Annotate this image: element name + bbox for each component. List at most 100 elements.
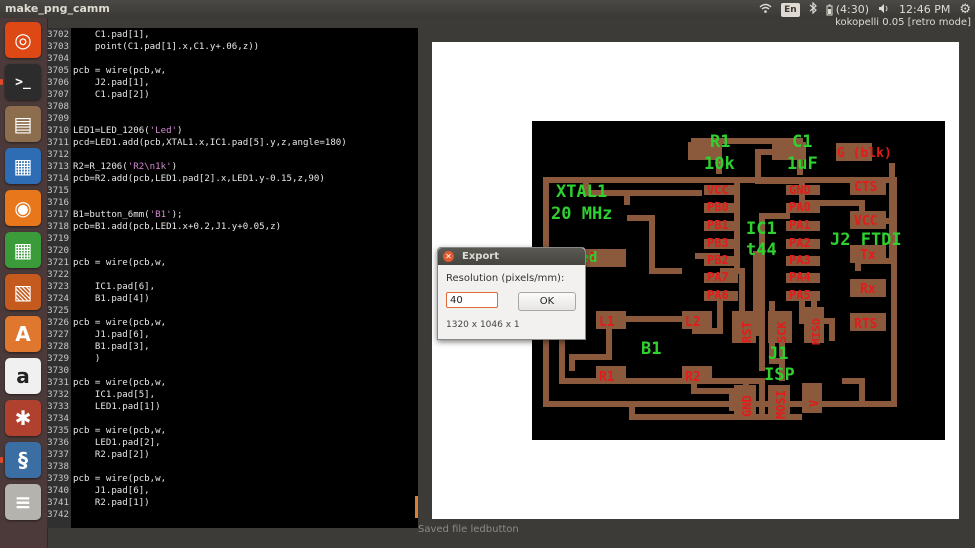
- line-number: 3704: [47, 54, 69, 64]
- gear-icon[interactable]: ⚙: [959, 2, 971, 17]
- pcb-label-vcc-ic: VCC: [707, 183, 729, 197]
- code-text: LED1=LED_1206(: [73, 126, 150, 136]
- code-text: IC1.pad[6],: [73, 282, 156, 292]
- impress-icon[interactable]: ▧: [5, 274, 41, 310]
- pcb-label-mosi: MOSI: [774, 390, 788, 419]
- pcb-label-xtal1: XTAL1: [556, 182, 607, 202]
- bluetooth-icon[interactable]: [809, 1, 817, 18]
- battery-time: (4:30): [835, 3, 870, 16]
- code-text: LED1.pad[1]): [73, 402, 161, 412]
- code-line: 3728 B1.pad[3],: [47, 341, 150, 353]
- code-line: 3737 R2.pad[2]): [47, 449, 150, 461]
- line-number: 3702: [47, 30, 69, 40]
- battery-icon: [826, 4, 833, 16]
- pcb-label-rts: RTS: [854, 317, 878, 332]
- code-line: 3704: [47, 53, 73, 65]
- keyboard-layout-indicator[interactable]: En: [781, 3, 800, 17]
- line-number: 3715: [47, 186, 69, 196]
- line-number: 3738: [47, 462, 69, 472]
- pcb-label-vcc-ftdi: VCC: [854, 214, 877, 229]
- line-number: 3724: [47, 294, 69, 304]
- code-text: pcb = wire(pcb,w,: [73, 66, 167, 76]
- pcb-label-b1: B1: [641, 339, 661, 359]
- line-number: 3719: [47, 234, 69, 244]
- pcb-render: G (blk) VCC PB0 PB1 PB3 PB2 PA7 PA6 GND …: [532, 121, 945, 440]
- code-line: 3715: [47, 185, 73, 197]
- pcb-label-gnd-isp: GND: [740, 395, 754, 417]
- code-text: C1.pad[2]): [73, 90, 150, 100]
- dialog-title: Export: [462, 251, 500, 262]
- text-cursor: [415, 496, 418, 518]
- line-number: 3714: [47, 174, 69, 184]
- clock[interactable]: 12:46 PM: [899, 3, 951, 16]
- firefox-icon[interactable]: ◉: [5, 190, 41, 226]
- code-line: 3708: [47, 101, 73, 113]
- line-number: 3717: [47, 210, 69, 220]
- code-text: pcb=R2.add(pcb,LED1.pad[2].x,LED1.y-0.15…: [73, 174, 325, 184]
- files-icon[interactable]: ▤: [5, 106, 41, 142]
- ubuntu-dash-icon[interactable]: ◎: [5, 22, 41, 58]
- line-number: 3710: [47, 126, 69, 136]
- calc-icon[interactable]: ▦: [5, 232, 41, 268]
- code-text: C1.pad[1],: [73, 30, 150, 40]
- wifi-icon[interactable]: [759, 3, 772, 18]
- resolution-input[interactable]: [446, 292, 498, 308]
- code-line: 3709: [47, 113, 73, 125]
- terminal-icon[interactable]: >_: [5, 64, 41, 100]
- running-indicator: [0, 457, 3, 463]
- pcb-label-pb0: PB0: [707, 200, 729, 214]
- pcb-label-l2: L2: [685, 315, 701, 330]
- software-center-icon[interactable]: A: [5, 316, 41, 352]
- code-line: 3716: [47, 197, 73, 209]
- code-line: 3733 LED1.pad[1]): [47, 401, 161, 413]
- code-text: pcb=B1.add(pcb,LED1.x+0.2,J1.y+0.05,z): [73, 222, 282, 232]
- code-text: B1=button_6mm(: [73, 210, 150, 220]
- pcb-label-pb1: PB1: [707, 218, 729, 232]
- writer-icon[interactable]: ▦: [5, 148, 41, 184]
- power-indicator[interactable]: (4:30): [826, 3, 869, 17]
- volume-icon[interactable]: [878, 3, 890, 18]
- line-number: 3707: [47, 90, 69, 100]
- pcb-label-tx: Tx: [860, 248, 876, 263]
- code-text: ): [73, 354, 101, 364]
- settings-icon[interactable]: ✱: [5, 400, 41, 436]
- code-text: pcb = wire(pcb,w,: [73, 474, 167, 484]
- code-text: pcb = wire(pcb,w,: [73, 378, 167, 388]
- line-number: 3730: [47, 366, 69, 376]
- code-line: 3712: [47, 149, 73, 161]
- code-line: 3714 pcb=R2.add(pcb,LED1.pad[2].x,LED1.y-…: [47, 173, 325, 185]
- amazon-icon[interactable]: a: [5, 358, 41, 394]
- pcb-label-t44: t44: [746, 240, 777, 260]
- close-icon[interactable]: ✕: [443, 251, 454, 262]
- pcb-label-pb3: PB3: [707, 236, 729, 250]
- pcb-label-sck: SCK: [775, 321, 789, 343]
- ok-button[interactable]: OK: [518, 292, 576, 311]
- python-icon[interactable]: §: [5, 442, 41, 478]
- code-line: 3720: [47, 245, 73, 257]
- dialog-titlebar[interactable]: ✕ Export: [438, 248, 585, 265]
- pcb-label-rx: Rx: [860, 282, 876, 297]
- pcb-label-j2-ftdi: J2 FTDI: [830, 230, 902, 250]
- code-text: R2.pad[1]): [73, 498, 150, 508]
- code-line: 3719: [47, 233, 73, 245]
- code-string: 'B1': [149, 210, 172, 220]
- code-line: 3740 J1.pad[6],: [47, 485, 150, 497]
- line-number: 3741: [47, 498, 69, 508]
- code-editor[interactable]: 3702 C1.pad[1],3703 point(C1.pad[1].x,C1…: [47, 28, 418, 528]
- code-text: LED1.pad[2],: [73, 438, 161, 448]
- system-tray: En (4:30) 12:46 PM ⚙: [759, 1, 971, 18]
- code-line: 3702 C1.pad[1],: [47, 29, 150, 41]
- pcb-label-led-a: A: [588, 251, 596, 266]
- line-number: 3709: [47, 114, 69, 124]
- workspace-icon[interactable]: ≡: [5, 484, 41, 520]
- pcb-label-pa0: PA0: [789, 200, 811, 214]
- code-line: 3707 C1.pad[2]): [47, 89, 150, 101]
- code-line: 3706 J2.pad[1],: [47, 77, 150, 89]
- pcb-label-r1-value: 10k: [704, 154, 735, 174]
- code-line: 3738: [47, 461, 73, 473]
- pcb-label-miso: MISO: [810, 318, 823, 345]
- status-message: Saved file ledbutton: [418, 524, 519, 535]
- code-line: 3703 point(C1.pad[1].x,C1.y+.06,z)): [47, 41, 259, 53]
